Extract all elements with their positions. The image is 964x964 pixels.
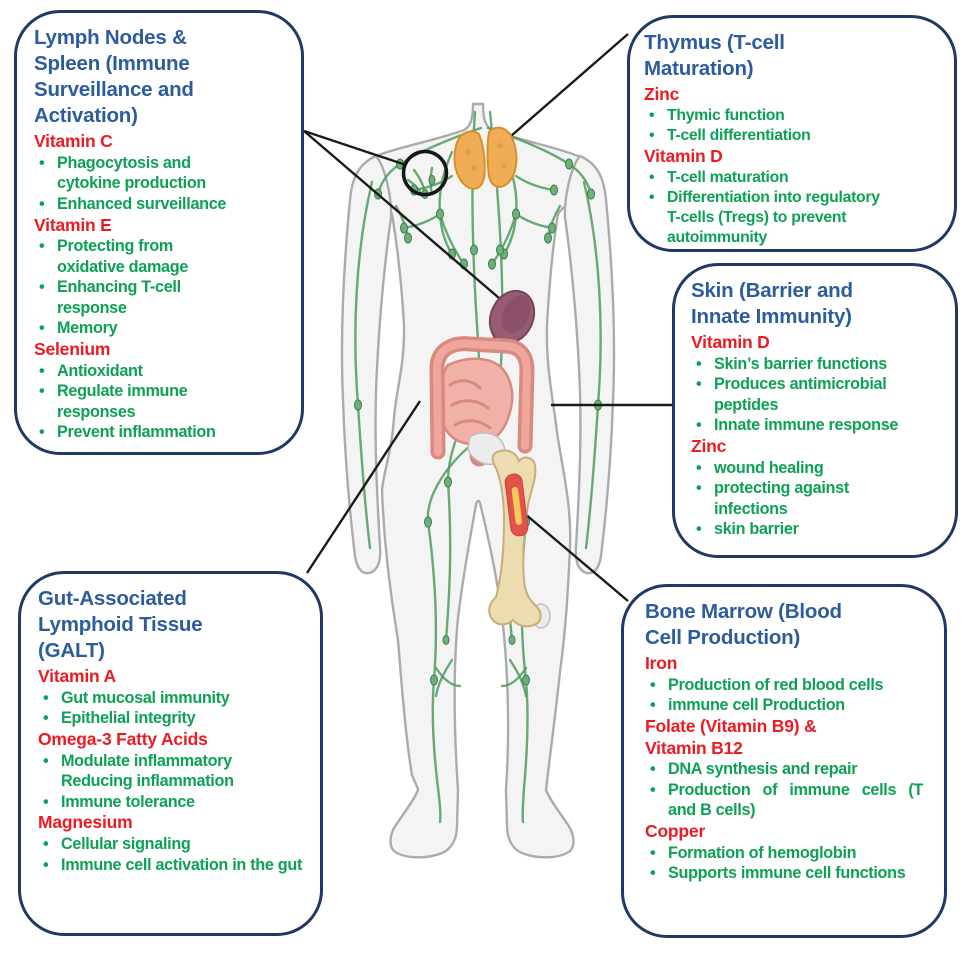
nutrient-header: Vitamin E	[34, 214, 112, 235]
box-sections: ZincThymic functionT-cell differentiatio…	[644, 84, 940, 248]
benefit-item: Skin’s barrier functions	[691, 354, 939, 375]
benefit-item: Gut mucosal immunity	[38, 688, 303, 709]
callout-lymph-nodes-spleen: Lymph Nodes & Spleen (Immune Surveillanc…	[14, 10, 304, 455]
benefit-item: Enhancing T-cell response	[34, 277, 284, 318]
nutrient-header: Selenium	[34, 339, 111, 359]
benefit-list: wound healingprotecting against infectio…	[691, 458, 939, 540]
benefit-item: immune cell Production	[645, 695, 923, 716]
benefit-list: Formation of hemoglobinSupports immune c…	[645, 843, 923, 884]
nutrient-header: Iron	[645, 653, 678, 674]
left-arm	[340, 154, 393, 575]
box-title: Thymus (T-cell Maturation)	[644, 31, 785, 81]
benefit-list: Protecting from oxidative damageEnhancin…	[34, 236, 284, 339]
femur-bone	[467, 432, 551, 629]
box-title: Gut-Associated Lymphoid Tissue (GALT)	[38, 587, 203, 663]
lymph-node-circle-annotation	[401, 149, 449, 197]
box-sections: Vitamin DSkin’s barrier functionsProduce…	[691, 332, 939, 540]
benefit-list: AntioxidantRegulate immune responsesPrev…	[34, 361, 284, 443]
benefit-list: T-cell maturationDifferentiation into re…	[644, 168, 940, 248]
benefit-item: Cellular signaling	[38, 834, 303, 855]
callout-skin: Skin (Barrier and Innate Immunity) Vitam…	[672, 263, 958, 558]
benefit-item: Differentiation into regulatory T-cells …	[644, 188, 940, 248]
nutrient-header: Vitamin D	[644, 145, 723, 166]
connector-spleen	[303, 130, 500, 299]
benefit-item: wound healing	[691, 458, 939, 479]
nutrient-header: Vitamin A	[38, 666, 116, 687]
connector-galt	[305, 400, 422, 574]
benefit-item: Produces antimicrobial peptides	[691, 374, 939, 415]
nutrient-header: Magnesium	[38, 812, 133, 833]
benefit-item: Formation of hemoglobin	[645, 843, 923, 864]
benefit-item: Immune cell activation in the gut	[38, 855, 303, 876]
box-sections: Vitamin AGut mucosal immunityEpithelial …	[38, 666, 303, 875]
nutrient-header: Vitamin C	[34, 131, 113, 152]
benefit-item: Thymic function	[644, 106, 940, 126]
intestines-organ	[429, 336, 535, 467]
benefit-item: Production of red blood cells	[645, 675, 923, 696]
nutrient-header: Vitamin D	[691, 332, 770, 353]
benefit-item: Epithelial integrity	[38, 708, 303, 729]
benefit-list: Production of red blood cellsimmune cell…	[645, 675, 923, 716]
benefit-list: Modulate inflammatory Reducing inflammat…	[38, 751, 303, 813]
connector-lines	[303, 33, 672, 602]
benefit-item: T-cell differentiation	[644, 126, 940, 146]
box-sections: IronProduction of red blood cellsimmune …	[645, 653, 923, 884]
body-silhouette	[340, 102, 616, 859]
benefit-item: Immune tolerance	[38, 792, 303, 813]
right-arm	[563, 154, 616, 575]
connector-thymus	[502, 33, 629, 144]
torso-and-legs	[356, 102, 597, 859]
box-title: Bone Marrow (Blood Cell Production)	[645, 600, 842, 650]
thymus-organ	[453, 126, 518, 190]
benefit-item: Supports immune cell functions	[645, 863, 923, 884]
benefit-item: Prevent inflammation	[34, 422, 284, 443]
benefit-item: skin barrier	[691, 519, 939, 540]
benefit-list: Cellular signalingImmune cell activation…	[38, 834, 303, 875]
benefit-list: Thymic functionT-cell differentiation	[644, 106, 940, 146]
connector-bone-marrow	[517, 507, 629, 602]
callout-galt: Gut-Associated Lymphoid Tissue (GALT) Vi…	[18, 571, 323, 936]
nutrient-header: Copper	[645, 820, 706, 841]
nutrient-header: Omega-3 Fatty Acids	[38, 728, 208, 749]
nutrient-header: Zinc	[644, 84, 680, 105]
callout-bone-marrow: Bone Marrow (Blood Cell Production) Iron…	[621, 584, 947, 938]
callout-thymus: Thymus (T-cell Maturation) ZincThymic fu…	[627, 15, 957, 252]
benefit-item: Protecting from oxidative damage	[34, 236, 284, 277]
benefit-item: Antioxidant	[34, 361, 284, 382]
box-title: Lymph Nodes & Spleen (Immune Surveillanc…	[34, 26, 194, 128]
benefit-item: T-cell maturation	[644, 168, 940, 188]
benefit-item: Memory	[34, 318, 284, 339]
benefit-item: Enhanced surveillance	[34, 194, 284, 215]
connector-lymph-circle	[303, 129, 407, 167]
benefit-item: Phagocytosis and cytokine production	[34, 153, 284, 194]
benefit-item: DNA synthesis and repair	[645, 759, 923, 780]
benefit-list: Phagocytosis and cytokine productionEnha…	[34, 153, 284, 215]
box-title: Skin (Barrier and Innate Immunity)	[691, 279, 853, 329]
nutrient-header: Zinc	[691, 436, 727, 456]
benefit-item: Production of immune cells (T and B cell…	[645, 780, 923, 821]
box-sections: Vitamin CPhagocytosis and cytokine produ…	[34, 131, 284, 443]
benefit-item: Regulate immune responses	[34, 381, 284, 422]
benefit-list: Skin’s barrier functionsProduces antimic…	[691, 354, 939, 436]
spleen-organ	[486, 289, 536, 346]
nutrient-header: Folate (Vitamin B9) & Vitamin B12	[645, 715, 817, 758]
benefit-list: DNA synthesis and repairProduction of im…	[645, 759, 923, 821]
benefit-list: Gut mucosal immunityEpithelial integrity	[38, 688, 303, 729]
benefit-item: protecting against infections	[691, 478, 939, 519]
benefit-item: Modulate inflammatory Reducing inflammat…	[38, 751, 303, 792]
benefit-item: Innate immune response	[691, 415, 939, 436]
bone-marrow-highlight	[504, 473, 529, 537]
